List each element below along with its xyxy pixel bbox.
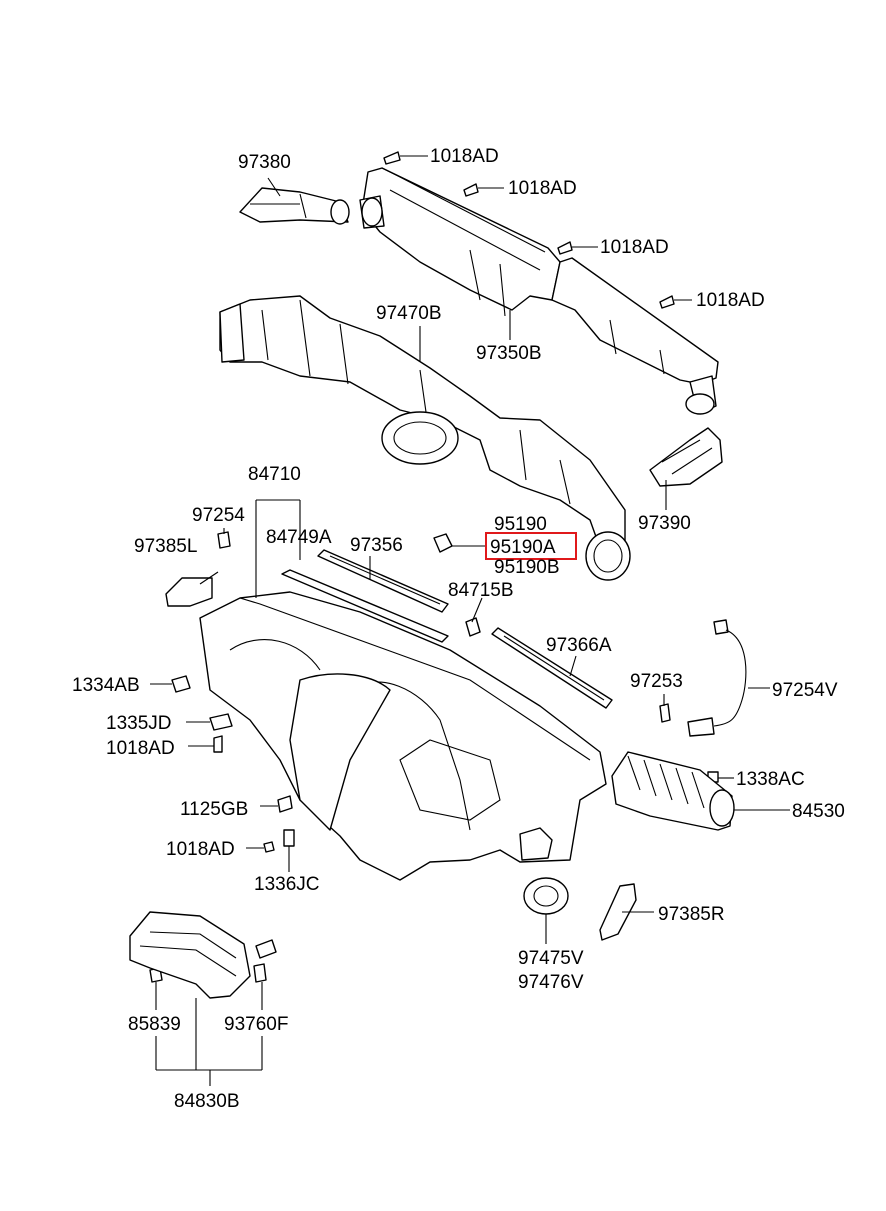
center-vent [523, 877, 569, 915]
label-97366a[interactable]: 97366A [546, 635, 612, 656]
defrost-grille-strips [281, 549, 613, 709]
label-1018ad-4[interactable]: 1018AD [696, 290, 765, 311]
label-93760f[interactable]: 93760F [224, 1014, 288, 1035]
label-85839[interactable]: 85839 [128, 1014, 181, 1035]
label-1018ad-1[interactable]: 1018AD [430, 146, 499, 167]
label-1018ad-5[interactable]: 1018AD [106, 738, 175, 759]
label-1336jc[interactable]: 1336JC [254, 874, 320, 895]
label-84715b[interactable]: 84715B [448, 580, 514, 601]
label-97385l[interactable]: 97385L [134, 536, 197, 557]
label-97380[interactable]: 97380 [238, 152, 291, 173]
label-84830b[interactable]: 84830B [174, 1091, 240, 1112]
label-97253[interactable]: 97253 [630, 671, 683, 692]
defroster-duct [359, 167, 719, 415]
label-95190b[interactable]: 95190B [494, 557, 560, 578]
label-97254v[interactable]: 97254V [772, 680, 838, 701]
label-97356[interactable]: 97356 [350, 535, 403, 556]
label-1018ad-2[interactable]: 1018AD [508, 178, 577, 199]
main-heater-duct [219, 295, 631, 581]
side-duct-right [649, 427, 723, 487]
label-97476v[interactable]: 97476V [518, 972, 584, 993]
part-labels: 97380 1018AD 1018AD 1018AD 1018AD 97470B… [72, 146, 845, 1112]
label-1125gb[interactable]: 1125GB [180, 799, 248, 820]
label-97390[interactable]: 97390 [638, 513, 691, 534]
label-95190[interactable]: 95190 [494, 514, 547, 535]
side-vent-right [599, 883, 637, 941]
label-84710[interactable]: 84710 [248, 464, 301, 485]
label-1018ad-3[interactable]: 1018AD [600, 237, 669, 258]
label-1334ab[interactable]: 1334AB [72, 675, 140, 696]
label-84530[interactable]: 84530 [792, 801, 845, 822]
label-1018ad-6[interactable]: 1018AD [166, 839, 235, 860]
label-1338ac[interactable]: 1338AC [736, 769, 805, 790]
fasteners [149, 151, 719, 983]
highlight-box [485, 532, 577, 560]
crash-pad [199, 591, 607, 881]
label-95190a[interactable]: 95190A [490, 537, 556, 558]
label-97470b[interactable]: 97470B [376, 303, 442, 324]
sensor-wire [687, 619, 747, 737]
label-1335jd[interactable]: 1335JD [106, 713, 172, 734]
label-97475v[interactable]: 97475V [518, 948, 584, 969]
side-vent-left [165, 577, 213, 607]
cluster-housing [129, 911, 277, 999]
label-97350b[interactable]: 97350B [476, 343, 542, 364]
leader-lines [150, 155, 790, 1086]
side-duct-left [239, 187, 350, 225]
label-84749a[interactable]: 84749A [266, 527, 332, 548]
passenger-airbag [611, 751, 735, 831]
label-97385r[interactable]: 97385R [658, 904, 725, 925]
label-97254[interactable]: 97254 [192, 505, 245, 526]
